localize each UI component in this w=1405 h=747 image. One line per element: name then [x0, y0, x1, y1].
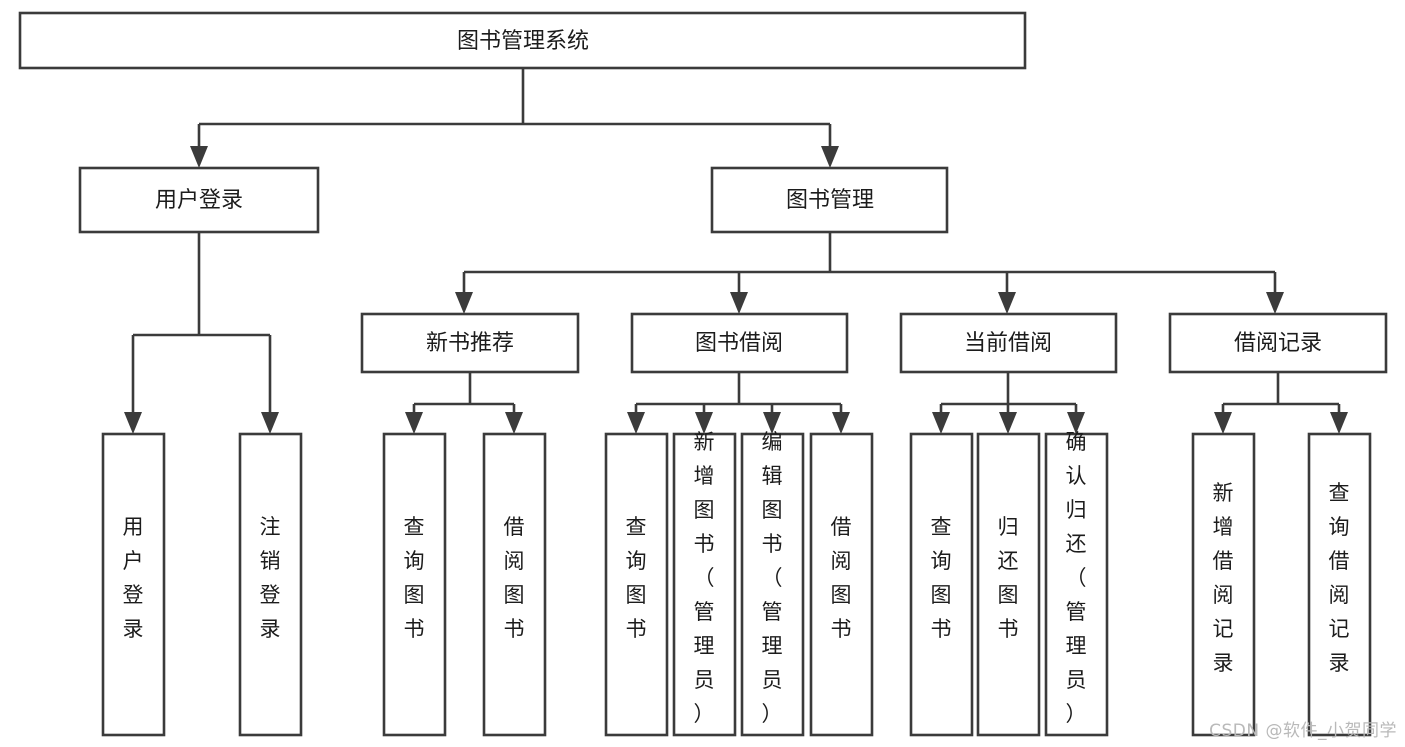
leaf-edit-book-label: 编辑图书（管理员） [762, 430, 783, 726]
arrow-head-leaf-return-book [999, 412, 1017, 434]
node-borrow-record[interactable]: 借阅记录 [1168, 312, 1388, 374]
node-borrow-record-box[interactable] [1168, 312, 1388, 374]
node-current-borrow-box[interactable] [899, 312, 1118, 374]
leaf-query-book-2-label: 查询图书 [626, 515, 647, 641]
node-root-box[interactable] [18, 11, 1027, 70]
arrow-head-leaf-query-record [1330, 412, 1348, 434]
leaf-query-book-1-label: 查询图书 [404, 515, 425, 641]
node-book-manage[interactable]: 图书管理 [710, 166, 949, 234]
node-user-login[interactable]: 用户登录 [78, 166, 320, 234]
node-root-label: 图书管理系统 [457, 29, 589, 54]
node-book-borrow-label: 图书借阅 [695, 331, 783, 356]
arrow-head-borrow-record [1266, 292, 1284, 314]
arrow-head-leaf-borrow-book-2 [832, 412, 850, 434]
node-new-book-recommend-label: 新书推荐 [426, 331, 514, 356]
leaf-logout-label: 注销登录 [260, 515, 281, 641]
leaf-return-book-label: 归还图书 [998, 515, 1019, 641]
arrow-head-leaf-logout [261, 412, 279, 434]
leaf-add-book-box[interactable] [672, 432, 737, 737]
arrow-head-book-manage [821, 146, 839, 168]
connector-group-new-book-recommend [405, 372, 523, 434]
arrow-head-leaf-add-book [695, 412, 713, 434]
leaf-borrow-book-2-label: 借阅图书 [831, 515, 852, 641]
leaf-add-book-label: 新增图书（管理员） [694, 430, 715, 726]
arrow-head-current-borrow [998, 292, 1016, 314]
leaf-logout[interactable]: 注销登录 [238, 432, 303, 737]
arrow-head-book-borrow [730, 292, 748, 314]
node-user-login-box[interactable] [78, 166, 320, 234]
node-new-book-recommend-box[interactable] [360, 312, 580, 374]
arrow-head-new-book-recommend [455, 292, 473, 314]
leaf-confirm-return-label: 确认归还（管理员） [1066, 430, 1087, 726]
connector-group-root [190, 68, 839, 168]
arrow-head-leaf-edit-book [763, 412, 781, 434]
leaf-borrow-book-2-box[interactable] [809, 432, 874, 737]
connector-group-user-login [124, 232, 279, 434]
leaf-query-book-1[interactable]: 查询图书 [382, 432, 447, 737]
leaf-add-record-box[interactable] [1191, 432, 1256, 737]
arrow-head-leaf-confirm-return [1067, 412, 1085, 434]
leaf-user-login-label: 用户登录 [123, 515, 144, 641]
arrow-head-leaf-add-record [1214, 412, 1232, 434]
leaf-query-record-box[interactable] [1307, 432, 1372, 737]
node-book-borrow[interactable]: 图书借阅 [630, 312, 849, 374]
leaf-add-record-label: 新增借阅记录 [1213, 481, 1234, 675]
node-book-borrow-box[interactable] [630, 312, 849, 374]
leaf-add-book[interactable]: 新增图书（管理员） [672, 430, 737, 737]
arrow-head-user-login [190, 146, 208, 168]
leaf-edit-book-box[interactable] [740, 432, 805, 737]
connector-group-borrow-record [1214, 372, 1348, 434]
leaf-query-book-3-box[interactable] [909, 432, 974, 737]
leaf-query-record[interactable]: 查询借阅记录 [1307, 432, 1372, 737]
leaf-borrow-book-1[interactable]: 借阅图书 [482, 432, 547, 737]
leaf-borrow-book-2[interactable]: 借阅图书 [809, 432, 874, 737]
connector-group-book-borrow [627, 372, 850, 434]
node-user-login-label: 用户登录 [155, 188, 243, 213]
leaf-query-book-2[interactable]: 查询图书 [604, 432, 669, 737]
csdn-watermark: CSDN @软件_小贺同学 [1209, 721, 1397, 741]
connector-group-book-manage [455, 232, 1284, 314]
leaf-edit-book[interactable]: 编辑图书（管理员） [740, 430, 805, 737]
leaf-confirm-return-box[interactable] [1044, 432, 1109, 737]
node-borrow-record-label: 借阅记录 [1234, 331, 1322, 356]
leaf-add-record[interactable]: 新增借阅记录 [1191, 432, 1256, 737]
leaf-borrow-book-1-box[interactable] [482, 432, 547, 737]
node-book-manage-box[interactable] [710, 166, 949, 234]
arrow-head-leaf-user-login [124, 412, 142, 434]
leaf-query-book-2-box[interactable] [604, 432, 669, 737]
connector-group-current-borrow [932, 372, 1085, 434]
leaf-return-book[interactable]: 归还图书 [976, 432, 1041, 737]
leaf-user-login[interactable]: 用户登录 [101, 432, 166, 737]
node-book-manage-label: 图书管理 [786, 188, 874, 213]
leaf-logout-box[interactable] [238, 432, 303, 737]
leaf-borrow-book-1-label: 借阅图书 [504, 515, 525, 641]
node-new-book-recommend[interactable]: 新书推荐 [360, 312, 580, 374]
leaf-user-login-box[interactable] [101, 432, 166, 737]
arrow-head-leaf-borrow-book-1 [505, 412, 523, 434]
arrow-head-leaf-query-book-1 [405, 412, 423, 434]
arrow-head-leaf-query-book-3 [932, 412, 950, 434]
leaf-query-book-3-label: 查询图书 [931, 515, 952, 641]
leaf-confirm-return[interactable]: 确认归还（管理员） [1044, 430, 1109, 737]
arrow-head-leaf-query-book-2 [627, 412, 645, 434]
leaf-query-record-label: 查询借阅记录 [1329, 481, 1350, 675]
leaf-query-book-3[interactable]: 查询图书 [909, 432, 974, 737]
leaf-return-book-box[interactable] [976, 432, 1041, 737]
node-root[interactable]: 图书管理系统 [18, 11, 1027, 70]
leaf-query-book-1-box[interactable] [382, 432, 447, 737]
node-current-borrow[interactable]: 当前借阅 [899, 312, 1118, 374]
node-current-borrow-label: 当前借阅 [964, 331, 1052, 356]
